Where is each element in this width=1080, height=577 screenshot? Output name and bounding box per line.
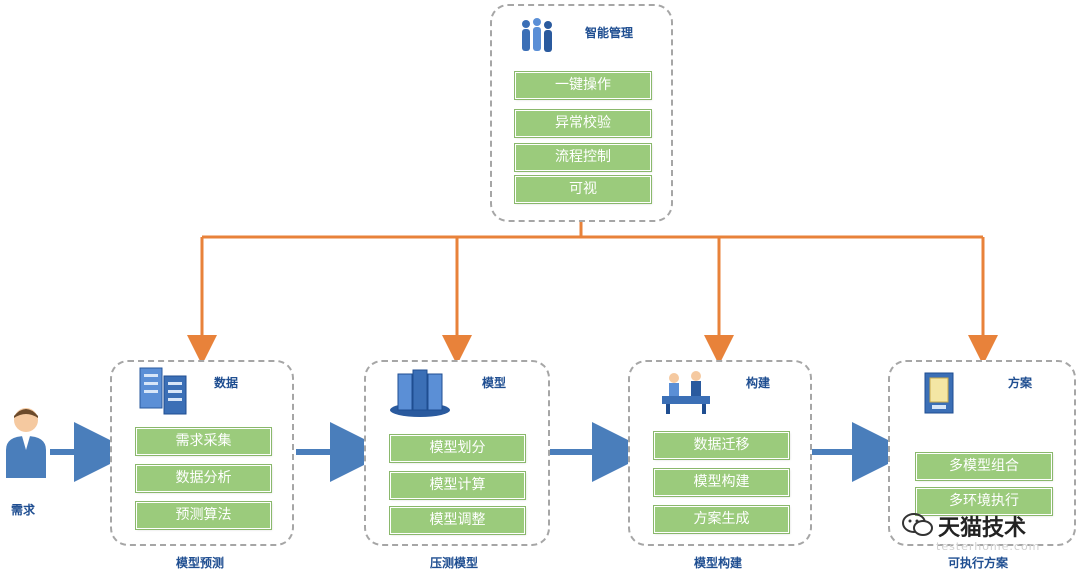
panel-title: 方案	[1008, 376, 1033, 390]
item-visual: 可视	[514, 175, 652, 204]
item-prediction-algo: 预测算法	[135, 501, 272, 530]
panel-caption: 模型预测	[176, 556, 225, 570]
panel-caption: 压测模型	[430, 556, 479, 570]
item-demand-collect: 需求采集	[135, 427, 272, 456]
smart-management-panel: 智能管理 一键操作 异常校验 流程控制 可视	[490, 4, 673, 222]
server-rack-icon	[138, 366, 190, 420]
item-data-analysis: 数据分析	[135, 464, 272, 493]
data-panel: 数据 需求采集 数据分析 预测算法	[110, 360, 294, 546]
panel-title: 数据	[214, 376, 239, 390]
item-model-build: 模型构建	[653, 468, 790, 497]
wechat-icon	[902, 512, 934, 542]
item-model-compute: 模型计算	[389, 471, 526, 500]
orange-connector	[187, 222, 998, 365]
panel-title: 构建	[746, 376, 771, 390]
watermark-text: 天猫技术	[938, 516, 1027, 541]
item-exception-check: 异常校验	[514, 109, 652, 138]
item-model-adjust: 模型调整	[389, 506, 526, 535]
item-multi-model: 多模型组合	[915, 452, 1053, 481]
panel-title: 智能管理	[585, 26, 634, 40]
item-data-migrate: 数据迁移	[653, 431, 790, 460]
panel-caption: 可执行方案	[948, 556, 1009, 570]
user-label: 需求	[11, 503, 36, 517]
build-panel: 构建 数据迁移 模型构建 方案生成	[628, 360, 812, 546]
workers-icon	[660, 370, 712, 420]
document-frame-icon	[924, 372, 954, 418]
model-panel: 模型 模型划分 模型计算 模型调整	[364, 360, 550, 546]
item-model-partition: 模型划分	[389, 434, 526, 463]
item-multi-env: 多环境执行	[915, 487, 1053, 516]
panel-title: 模型	[482, 376, 507, 390]
plan-panel: 方案 多模型组合 多环境执行	[888, 360, 1076, 546]
item-plan-generate: 方案生成	[653, 505, 790, 534]
panel-caption: 模型构建	[694, 556, 743, 570]
people-group-icon	[518, 16, 558, 60]
user-avatar-icon	[4, 404, 48, 484]
item-one-click: 一键操作	[514, 71, 652, 100]
item-process-control: 流程控制	[514, 143, 652, 172]
watermark-sub: testerhome.com	[936, 540, 1041, 553]
database-cluster-icon	[388, 366, 452, 422]
